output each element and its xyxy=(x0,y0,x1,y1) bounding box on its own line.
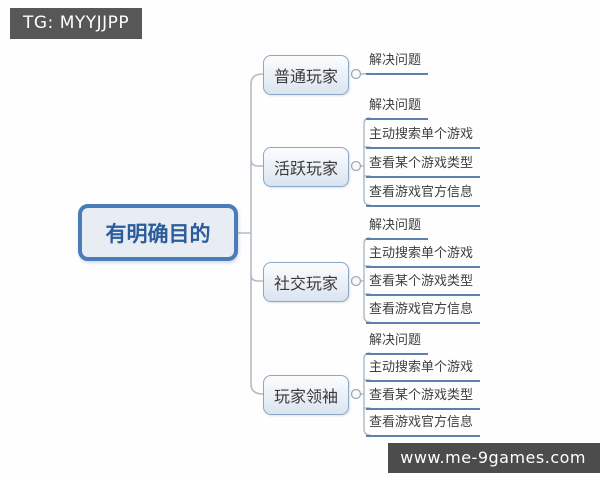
leaf-node[interactable]: 查看游戏官方信息 xyxy=(366,301,481,324)
branch2-stub-line xyxy=(250,159,264,167)
root-node[interactable]: 有明确目的 xyxy=(78,204,238,261)
leaf-node[interactable]: 解决问题 xyxy=(366,97,429,120)
leaf-node[interactable]: 主动搜索单个游戏 xyxy=(366,359,481,382)
branch4-bracket-line xyxy=(360,352,371,436)
branch3-bracket-line xyxy=(360,237,371,323)
branch-node-active-player[interactable]: 活跃玩家 xyxy=(263,147,349,187)
collapse-toggle-icon[interactable] xyxy=(350,388,362,400)
branch2-bracket-line xyxy=(360,117,371,206)
leaf-node[interactable]: 查看游戏官方信息 xyxy=(366,184,481,207)
branch3-stub-line xyxy=(250,274,264,282)
branch-node-social-player[interactable]: 社交玩家 xyxy=(263,262,349,302)
leaf-node[interactable]: 主动搜索单个游戏 xyxy=(366,245,481,268)
leaf-node[interactable]: 解决问题 xyxy=(366,52,429,75)
collapse-toggle-icon[interactable] xyxy=(350,160,362,172)
branch-node-player-leader[interactable]: 玩家领袖 xyxy=(263,375,349,415)
leaf-node[interactable]: 查看游戏官方信息 xyxy=(366,414,481,437)
watermark-url: www.me-9games.com xyxy=(388,443,600,473)
collapse-toggle-icon[interactable] xyxy=(350,275,362,287)
leaf-node[interactable]: 查看某个游戏类型 xyxy=(366,155,481,178)
branch-node-normal-player[interactable]: 普通玩家 xyxy=(263,55,349,95)
leaf-node[interactable]: 解决问题 xyxy=(366,332,429,355)
collapse-toggle-icon[interactable] xyxy=(350,68,362,80)
trunk-line xyxy=(250,73,264,395)
leaf-node[interactable]: 解决问题 xyxy=(366,217,429,240)
leaf-node[interactable]: 查看某个游戏类型 xyxy=(366,273,481,296)
leaf-node[interactable]: 主动搜索单个游戏 xyxy=(366,126,481,149)
leaf-node[interactable]: 查看某个游戏类型 xyxy=(366,387,481,410)
tg-contact-badge: TG: MYYJJPP xyxy=(10,8,143,39)
